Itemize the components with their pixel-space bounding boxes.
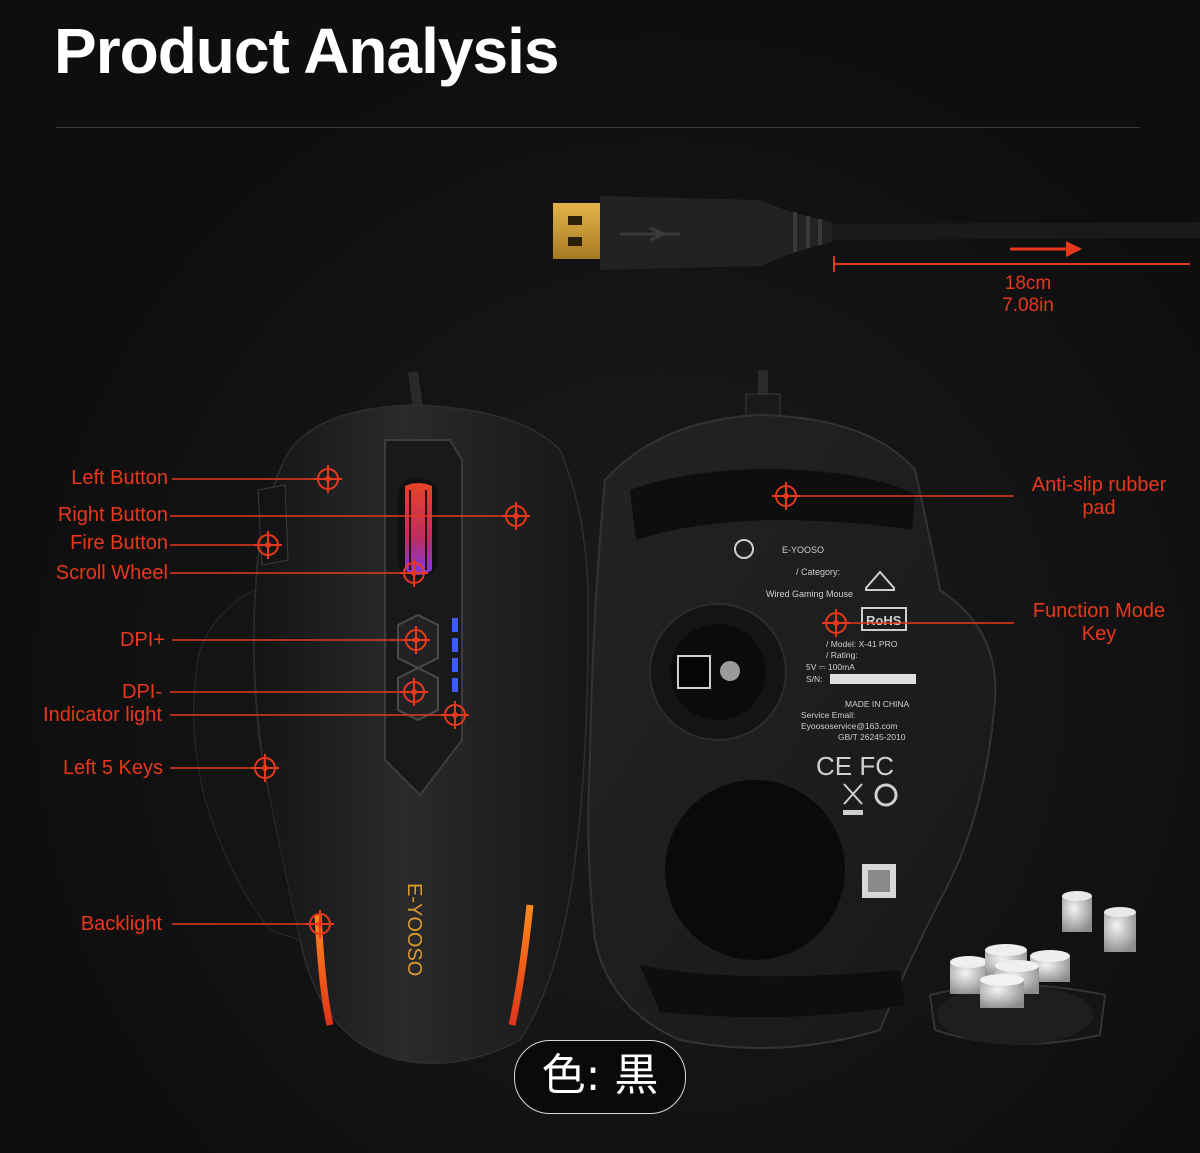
cable-dimension <box>833 241 1190 272</box>
cable-length-in: 7.08in <box>1002 295 1054 316</box>
label-backlight: Backlight <box>80 913 162 935</box>
label-fire-button: Fire Button <box>70 532 168 554</box>
sticker-service-email: Eyoososervice@163.com <box>801 721 898 731</box>
label-indicator-light: Indicator light <box>43 704 162 726</box>
sticker-rating: / Rating: <box>826 650 858 660</box>
sticker-power: 5V ⎓ 100mA <box>806 662 855 672</box>
mouse-bottom-view: E-YOOSO / Category: Wired Gaming Mouse R… <box>587 370 997 1049</box>
sticker-made-in: MADE IN CHINA <box>845 699 910 709</box>
label-anti-slip-pad: Anti-slip rubber pad <box>1012 474 1186 520</box>
cable-length-cm: 18cm <box>1004 273 1052 294</box>
label-dpi-minus: DPI- <box>122 681 162 703</box>
sticker-sn: S/N: <box>806 674 823 684</box>
color-selector-button[interactable]: 色: 黒 <box>514 1040 686 1114</box>
sticker-product-type: Wired Gaming Mouse <box>766 589 853 599</box>
sticker-category: / Category: <box>796 567 840 577</box>
page-title: Product Analysis <box>54 15 559 87</box>
sticker-rohs: RoHS <box>866 613 902 628</box>
sticker-standard: GB/T 26245-2010 <box>838 732 906 742</box>
title-divider <box>56 127 1140 128</box>
label-scroll-wheel: Scroll Wheel <box>55 562 168 584</box>
tuning-weights <box>928 891 1136 1045</box>
mouse-brand-logo: E-YOOSO <box>403 883 425 976</box>
label-anti-slip-line2: pad <box>1082 497 1116 519</box>
callout-targets <box>251 465 850 938</box>
label-anti-slip-line1: Anti-slip rubber <box>1031 474 1167 496</box>
label-right-button: Right Button <box>57 504 168 526</box>
label-left-button: Left Button <box>71 467 168 489</box>
sticker-cert: CE FC <box>816 751 894 781</box>
sticker-service-email-label: Service Email: <box>801 710 855 720</box>
mouse-top-view: E-YOOSO <box>193 371 589 1064</box>
label-function-mode-line2: Key <box>1081 623 1117 645</box>
sticker-brand: E-YOOSO <box>782 545 824 555</box>
callout-lines <box>170 478 1014 925</box>
sticker-model: / Model: X-41 PRO <box>826 639 898 649</box>
label-function-mode-key: Function Mode Key <box>1012 600 1186 646</box>
usb-cable <box>553 196 1200 270</box>
cable-length-label: 18cm 7.08in <box>990 273 1066 317</box>
label-left-5-keys: Left 5 Keys <box>62 757 163 779</box>
label-dpi-plus: DPI+ <box>119 629 165 651</box>
label-function-mode-line1: Function Mode <box>1032 600 1166 622</box>
